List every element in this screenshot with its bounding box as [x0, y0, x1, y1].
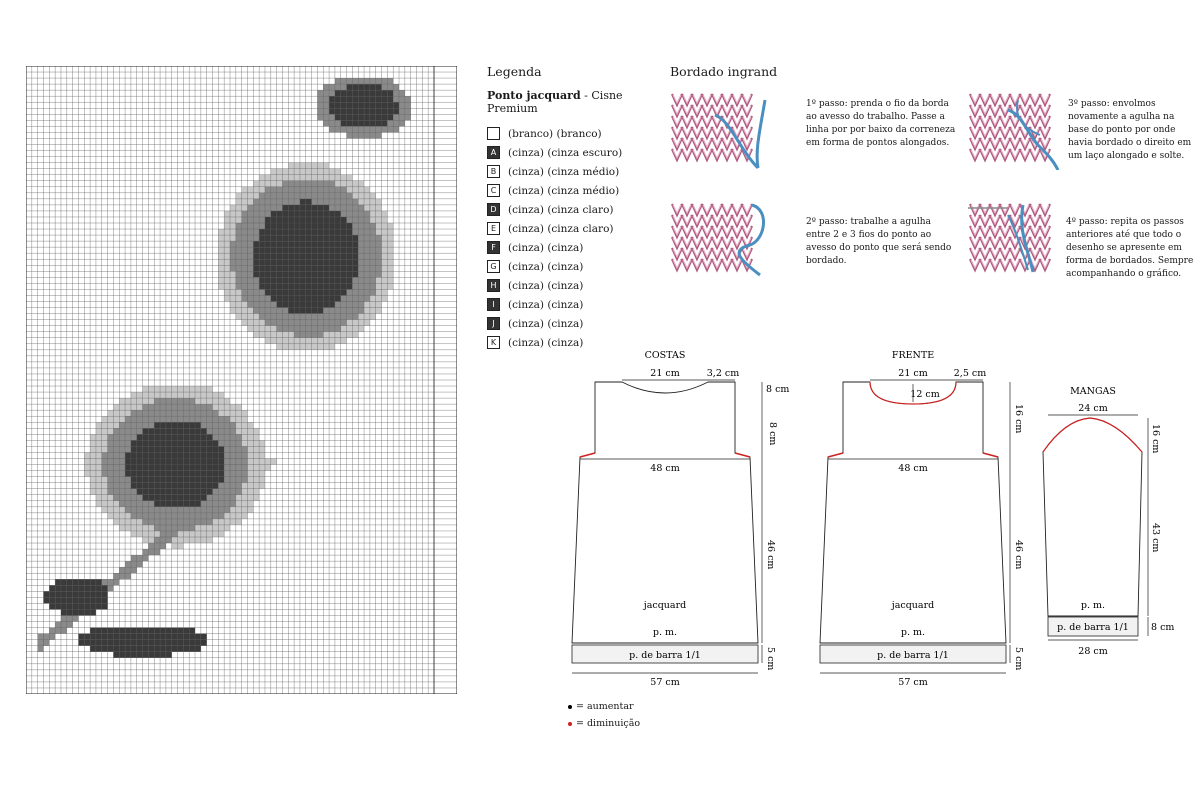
mangas-cap-height: 16 cm — [1150, 424, 1161, 453]
legend-item: D (cinza) (cinza claro) — [487, 200, 657, 219]
stitch-illustration-step-4 — [968, 203, 1052, 273]
costas-label-rib: p. de barra 1/1 — [629, 650, 701, 661]
legend-list: (branco) (branco) A (cinza) (cinza escuro)… — [487, 124, 657, 352]
costas-chest: 48 cm — [650, 463, 679, 474]
frente-chest: 48 cm — [898, 463, 927, 474]
frente-label-pm: p. m. — [901, 627, 925, 638]
increase-dot-icon — [568, 704, 572, 709]
costas-shoulder: 3,2 cm — [707, 368, 739, 379]
frente-body-length: 46 cm — [1013, 540, 1024, 569]
legend-item-label: (cinza) (cinza) — [508, 241, 584, 254]
legend-item: F (cinza) (cinza) — [487, 238, 657, 257]
mangas-label-rib: p. de barra 1/1 — [1057, 622, 1129, 633]
costas-rib-height: 5 cm — [765, 647, 776, 670]
stitch-illustration-step-1 — [670, 93, 767, 170]
legend-item-label: (cinza) (cinza) — [508, 260, 584, 273]
marker-legend: = aumentar = diminuição — [568, 698, 640, 732]
legend-item: K (cinza) (cinza) — [487, 333, 657, 352]
legend-item: E (cinza) (cinza claro) — [487, 219, 657, 238]
legend-swatch-icon — [487, 127, 500, 140]
legend-item-label: (cinza) (cinza escuro) — [508, 146, 623, 159]
costas-label-jacquard: jacquard — [643, 600, 686, 611]
costas-title: COSTAS — [645, 350, 686, 361]
legend-item: C (cinza) (cinza médio) — [487, 181, 657, 200]
legend-item: H (cinza) (cinza) — [487, 276, 657, 295]
legend-swatch-icon: B — [487, 165, 500, 178]
legend-item-label: (cinza) (cinza claro) — [508, 222, 614, 235]
marker-increase: = aumentar — [568, 698, 640, 715]
legend-item: A (cinza) (cinza escuro) — [487, 143, 657, 162]
frente-neck-depth: 12 cm — [910, 389, 939, 400]
legend-swatch-icon: I — [487, 298, 500, 311]
marker-decrease: = diminuição — [568, 715, 640, 732]
legend-item-label: (cinza) (cinza) — [508, 298, 584, 311]
legend-swatch-icon: H — [487, 279, 500, 292]
legend-title: Legenda — [487, 64, 542, 79]
schematic-mangas: MANGAS 24 cm 16 cm 43 cm 8 cm p. m. p. d… — [1042, 386, 1174, 657]
costas-armhole: 8 cm — [767, 422, 778, 445]
costas-neck-width: 21 cm — [650, 368, 679, 379]
legend-item: G (cinza) (cinza) — [487, 257, 657, 276]
stitch-illustration-step-2 — [670, 203, 766, 277]
frente-label-rib: p. de barra 1/1 — [877, 650, 949, 661]
legend-item-label: (branco) (branco) — [508, 127, 602, 140]
legend-swatch-icon: K — [487, 336, 500, 349]
schematic-costas: COSTAS 21 cm 3,2 cm 8 cm 8 cm 48 cm 46 c… — [571, 350, 789, 688]
legend-item: J (cinza) (cinza) — [487, 314, 657, 333]
frente-shoulder: 2,5 cm — [954, 368, 986, 379]
legend-item-label: (cinza) (cinza) — [508, 317, 584, 330]
legend-swatch-icon: G — [487, 260, 500, 273]
mangas-title: MANGAS — [1070, 386, 1116, 397]
stitch-illustration-step-3 — [968, 93, 1060, 170]
frente-rib-height: 5 cm — [1013, 647, 1024, 670]
legend-item: B (cinza) (cinza médio) — [487, 162, 657, 181]
legend-swatch-icon: C — [487, 184, 500, 197]
frente-title: FRENTE — [892, 350, 934, 361]
legend-swatch-icon: F — [487, 241, 500, 254]
legend-subtitle: Ponto jacquard - Cisne Premium — [487, 89, 623, 115]
mangas-length: 43 cm — [1150, 523, 1161, 552]
decrease-dot-icon — [568, 721, 572, 726]
mangas-top-width: 24 cm — [1078, 403, 1107, 414]
garment-schematics: COSTAS 21 cm 3,2 cm 8 cm 8 cm 48 cm 46 c… — [571, 350, 1174, 688]
legend-item-label: (cinza) (cinza claro) — [508, 203, 614, 216]
step-4-text: 4º passo: repita os passos anteriores at… — [1066, 217, 1194, 279]
legend-item: I (cinza) (cinza) — [487, 295, 657, 314]
frente-armhole: 16 cm — [1013, 404, 1024, 433]
legend-swatch-icon: E — [487, 222, 500, 235]
legend-item-label: (cinza) (cinza) — [508, 279, 584, 292]
costas-label-pm: p. m. — [653, 627, 677, 638]
legend-swatch-icon: A — [487, 146, 500, 159]
legend: Legenda Ponto jacquard - Cisne Premium (… — [487, 64, 657, 352]
costas-hem-width: 57 cm — [650, 677, 679, 688]
jacquard-chart — [26, 66, 457, 694]
legend-item-label: (cinza) (cinza médio) — [508, 165, 620, 178]
schematic-frente: FRENTE 21 cm 2,5 cm 12 cm 16 cm 48 cm 46… — [819, 350, 1024, 688]
legend-item-label: (cinza) (cinza médio) — [508, 184, 620, 197]
embroidery-title: Bordado ingrand — [670, 64, 778, 79]
legend-item: (branco) (branco) — [487, 124, 657, 143]
step-2-text: 2º passo: trabalhe a agulha entre 2 e 3 … — [806, 217, 952, 266]
costas-neck-depth: 8 cm — [766, 384, 789, 395]
frente-neck-width: 21 cm — [898, 368, 927, 379]
step-3-text: 3º passo: envolmos novamente a agulha na… — [1068, 99, 1192, 161]
mangas-label-pm: p. m. — [1081, 600, 1105, 611]
costas-body-length: 46 cm — [765, 540, 776, 569]
frente-hem-width: 57 cm — [898, 677, 927, 688]
step-1-text: 1º passo: prenda o fio da borda ao avess… — [806, 99, 956, 148]
frente-label-jacquard: jacquard — [891, 600, 934, 611]
mangas-cuff-width: 28 cm — [1078, 646, 1107, 657]
legend-item-label: (cinza) (cinza) — [508, 336, 584, 349]
mangas-rib-height: 8 cm — [1151, 622, 1174, 633]
legend-swatch-icon: J — [487, 317, 500, 330]
legend-swatch-icon: D — [487, 203, 500, 216]
